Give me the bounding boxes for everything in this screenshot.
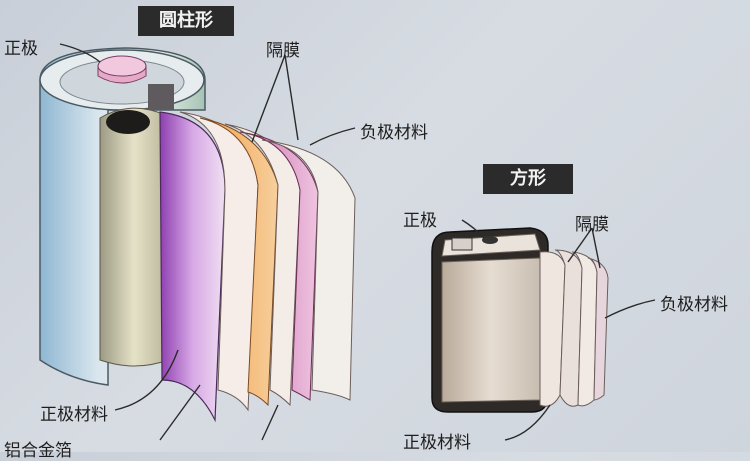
electrode-roll	[99, 107, 169, 367]
cyl-positive-material-label: 正极材料	[40, 405, 108, 425]
negative-material-layer	[199, 117, 279, 407]
cylindrical-leaders	[59, 43, 356, 441]
prismatic-leaders	[461, 219, 656, 441]
outer-layer	[239, 131, 319, 401]
cyl-negative-material-label: 负极材料	[360, 123, 428, 143]
pri-negative-material-label: 负极材料	[660, 295, 728, 315]
prismatic-title: 方形	[483, 164, 573, 194]
cyl-aluminum-foil-label: 铝合金箔	[4, 441, 72, 461]
separator-layer-3	[261, 139, 356, 401]
pri-separator-label: 隔膜	[575, 215, 609, 235]
prismatic-layer-4	[587, 257, 609, 401]
prismatic-cell	[431, 227, 609, 413]
cyl-positive-terminal-label: 正极	[4, 39, 38, 59]
cyl-separator-label: 隔膜	[266, 41, 300, 61]
pri-positive-material-label: 正极材料	[403, 433, 471, 453]
positive-material-layer	[159, 111, 226, 423]
cylinder-casing	[39, 47, 206, 386]
cylindrical-title: 圆柱形	[138, 6, 234, 36]
prismatic-terminal	[451, 237, 473, 251]
pri-positive-terminal-label: 正极	[403, 211, 437, 231]
prismatic-layer-2	[554, 249, 583, 407]
cylindrical-cell	[39, 47, 356, 423]
